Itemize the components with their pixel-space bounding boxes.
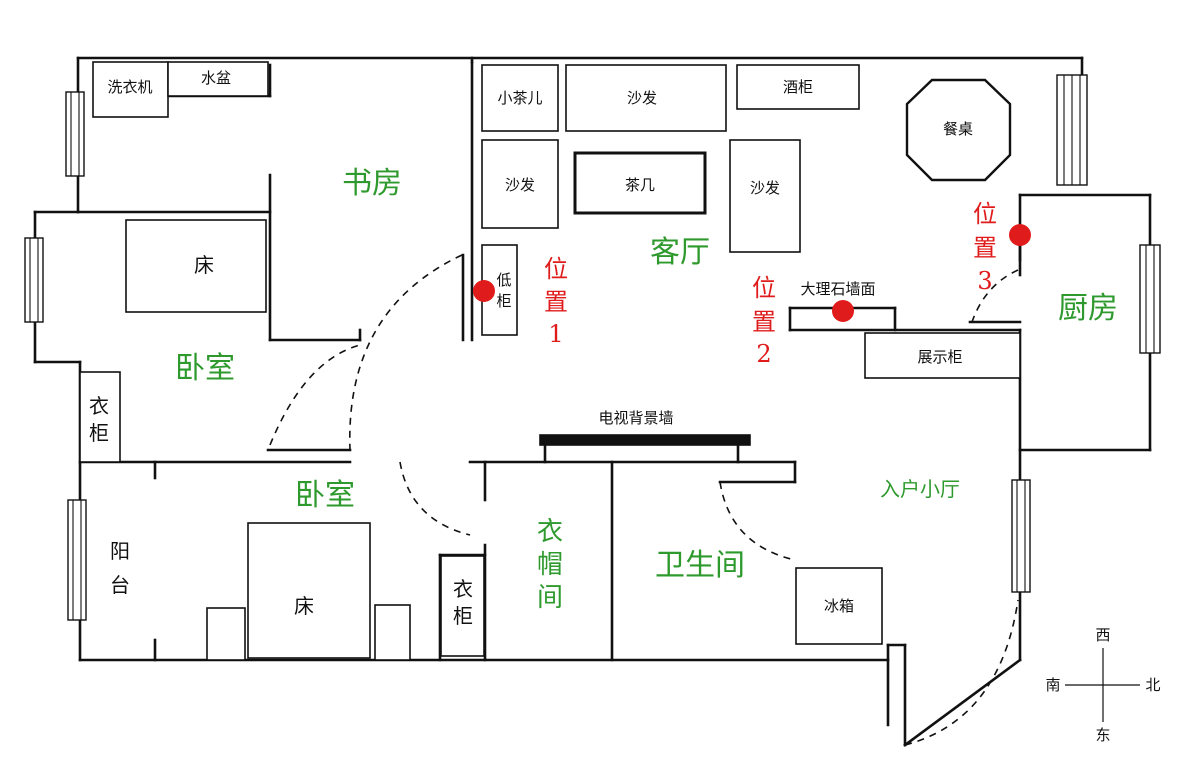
low-cabinet-label-2: 柜: [496, 292, 511, 310]
compass-left: 南: [1045, 676, 1060, 694]
low-cabinet-label-1: 低: [496, 271, 511, 289]
tv-wall: [539, 434, 751, 446]
position-1-char-2: 置: [544, 288, 568, 316]
wine-cabinet-label: 酒柜: [783, 78, 813, 96]
door-entry: [904, 599, 1019, 746]
position-3-dot: [1009, 224, 1031, 246]
position-markers: 位 置 1 位 置 2 位 置 3: [473, 200, 1031, 368]
door-study: [349, 254, 463, 451]
room-balcony-1: 阳: [110, 539, 130, 563]
tea-table-small-label: 小茶儿: [497, 89, 542, 107]
position-1-dot: [473, 280, 495, 302]
position-3-char-2: 置: [973, 234, 997, 262]
room-bedroom-2: 卧室: [295, 478, 355, 513]
room-entry: 入户小厅: [880, 477, 960, 501]
wardrobe-bottom-label-2: 柜: [453, 604, 473, 628]
tea-table-small: [481, 64, 559, 132]
window-entry: [1011, 479, 1031, 593]
basin-label: 水盆: [201, 69, 231, 87]
compass-right: 北: [1145, 676, 1160, 694]
room-study: 书房: [342, 166, 402, 201]
room-bathroom: 卫生间: [655, 548, 745, 583]
bed-bottom: [247, 522, 371, 659]
position-1-char-1: 位: [544, 255, 568, 283]
bed-top: [125, 219, 267, 313]
wardrobe-bottom: [440, 555, 485, 657]
furniture: 洗衣机 水盆 小茶儿 沙发 酒柜 沙发 茶几 沙发 餐桌 低 柜 大理石墙面 展…: [79, 61, 1021, 661]
position-2-char-2: 置: [752, 308, 776, 336]
tv-wall-label: 电视背景墙: [598, 409, 673, 427]
sofa-top-label: 沙发: [627, 89, 657, 107]
nightstand-left: [206, 607, 246, 661]
room-balcony-2: 台: [110, 573, 130, 597]
room-cloakroom-3: 间: [537, 583, 563, 613]
wardrobe-top-label-2: 柜: [89, 421, 109, 445]
position-3-char-3: 3: [977, 267, 992, 295]
window-bedroom-west: [24, 237, 44, 323]
tea-table-label: 茶几: [625, 176, 655, 194]
bed-top-label: 床: [194, 253, 214, 277]
windows: [24, 74, 1161, 621]
door-bedroom2: [399, 461, 471, 536]
display-cabinet: [864, 332, 1021, 379]
dining-table: [905, 78, 1012, 182]
room-living: 客厅: [650, 235, 710, 270]
wine-cabinet: [736, 64, 860, 110]
display-cabinet-label: 展示柜: [917, 348, 962, 366]
sofa-right-label: 沙发: [750, 179, 780, 197]
sofa-left: [481, 139, 559, 229]
door-kitchen: [971, 269, 1019, 323]
marble-wall-label: 大理石墙面: [800, 280, 875, 298]
compass: 西 东 南 北: [1045, 626, 1160, 744]
wardrobe-bottom-label-1: 衣: [453, 577, 473, 601]
window-kitchen: [1139, 244, 1161, 354]
washer: [92, 61, 169, 118]
dining-table-label: 餐桌: [943, 120, 973, 138]
position-1-char-3: 1: [548, 320, 563, 348]
wardrobe-top-label-1: 衣: [89, 394, 109, 418]
window-top-left: [65, 91, 85, 177]
fridge-label: 冰箱: [824, 597, 854, 615]
window-dining: [1056, 74, 1088, 186]
door-bathroom: [719, 481, 796, 561]
doors: [269, 254, 1019, 746]
compass-top: 西: [1095, 626, 1110, 644]
bed-bottom-label: 床: [294, 594, 314, 618]
room-kitchen: 厨房: [1058, 291, 1118, 326]
sofa-top: [565, 64, 727, 132]
fridge: [795, 567, 883, 645]
window-balcony: [67, 499, 87, 621]
room-bedroom-1: 卧室: [175, 351, 235, 386]
room-cloakroom-2: 帽: [537, 550, 563, 580]
position-2-char-1: 位: [752, 274, 776, 302]
sofa-right: [729, 139, 801, 253]
room-labels: 书房 客厅 卧室 卧室 厨房 卫生间 入户小厅 衣 帽 间 阳 台: [110, 166, 1118, 613]
tea-table: [573, 151, 707, 215]
compass-bottom: 东: [1095, 726, 1110, 744]
washer-label: 洗衣机: [107, 78, 152, 96]
nightstand-right: [374, 604, 411, 661]
basin: [167, 61, 269, 97]
position-2-char-3: 2: [756, 340, 771, 368]
position-3-char-1: 位: [973, 200, 997, 228]
room-cloakroom-1: 衣: [537, 517, 563, 547]
wardrobe-top: [79, 371, 121, 463]
door-bedroom1: [269, 344, 361, 446]
sofa-left-label: 沙发: [505, 176, 535, 194]
position-2-dot: [832, 300, 854, 322]
